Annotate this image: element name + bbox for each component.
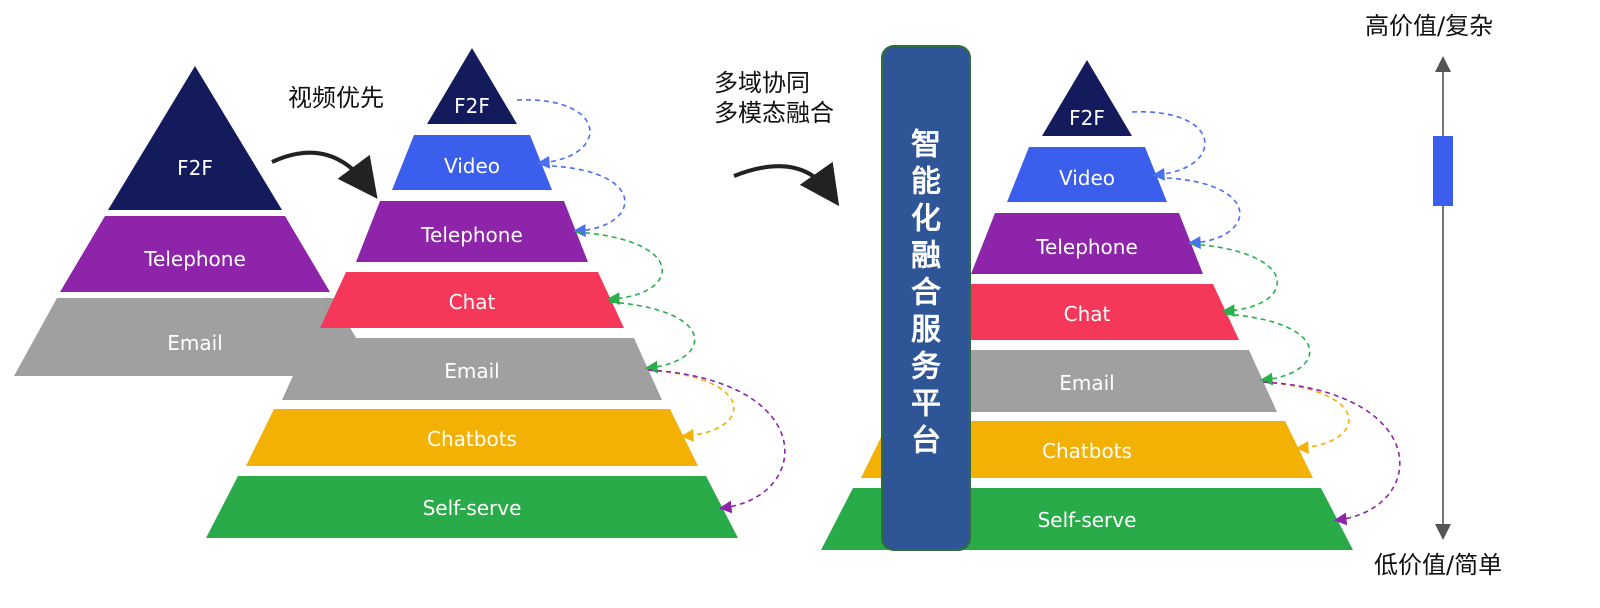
tier-chatbots-label: Chatbots — [427, 427, 517, 451]
platform-char: 平 — [911, 387, 941, 422]
tier-f2f — [108, 66, 282, 210]
pyramid-traditional: F2F Telephone Email — [14, 66, 378, 376]
route-arrow-telephone-to-chat — [575, 231, 663, 305]
tier-telephone-label: Telephone — [420, 223, 523, 247]
tier-chat — [935, 284, 1239, 340]
route-arrow-f2f-to-video — [1131, 111, 1206, 181]
tier-telephone — [356, 201, 588, 262]
tier-f2f-label: F2F — [454, 94, 490, 118]
tier-email — [14, 298, 378, 376]
platform-char: 智 — [911, 128, 941, 163]
tier-telephone-label: Telephone — [1035, 235, 1138, 259]
tier-f2f — [1042, 60, 1132, 136]
tier-email-label: Email — [167, 331, 223, 355]
platform-char: 务 — [911, 350, 941, 385]
scale-marker — [1433, 136, 1453, 206]
caption-video-first: 视频优先 — [288, 84, 384, 112]
platform-char: 融 — [911, 239, 941, 274]
tier-video-label: Video — [1059, 166, 1115, 190]
route-arrow-f2f-to-video — [516, 99, 591, 169]
platform-char: 化 — [911, 202, 941, 237]
tier-email — [897, 350, 1277, 412]
tier-chatbots — [246, 409, 698, 466]
tier-telephone-label: Telephone — [143, 247, 246, 271]
tier-chatbots — [861, 421, 1313, 478]
tier-f2f — [427, 48, 517, 124]
tier-video-label: Video — [444, 154, 500, 178]
platform-bar — [881, 45, 971, 551]
route-arrow-telephone-to-chat — [1190, 243, 1278, 317]
pyramid-video-first: F2F Video Telephone Chat Email Chatbots … — [206, 48, 786, 538]
tier-video — [1007, 147, 1167, 202]
route-arrow-chat-to-email — [1224, 313, 1311, 386]
scale-bottom-label: 低价值/简单 — [1374, 551, 1502, 579]
tier-self-serve-label: Self-serve — [423, 496, 522, 520]
tier-chatbots-label: Chatbots — [1042, 439, 1132, 463]
tier-self-serve — [206, 476, 738, 538]
tier-email — [282, 338, 662, 400]
caption-multi-domain: 多域协同 — [714, 69, 810, 97]
value-scale: 高价值/复杂 低价值/简单 — [1365, 12, 1502, 579]
transition-arrow-1 — [271, 150, 378, 199]
smart-service-platform: 智 能 化 融 合 服 务 平 台 — [881, 45, 971, 551]
tier-chat-label: Chat — [449, 290, 496, 314]
route-arrow-video-to-telephone — [1166, 177, 1241, 249]
tier-f2f-label: F2F — [177, 156, 213, 180]
tier-telephone — [971, 213, 1203, 274]
platform-char: 合 — [911, 276, 941, 311]
scale-top-label: 高价值/复杂 — [1365, 12, 1493, 40]
transition-arrow-2 — [733, 161, 840, 207]
tier-chat-label: Chat — [1064, 302, 1111, 326]
tier-f2f-label: F2F — [1069, 106, 1105, 130]
tier-self-serve-label: Self-serve — [1038, 508, 1137, 532]
route-arrow-email-to-chatbots — [647, 369, 735, 442]
platform-char: 台 — [911, 424, 941, 459]
tier-email-label: Email — [444, 359, 500, 383]
route-arrow-video-to-telephone — [551, 165, 626, 237]
route-arrow-chat-to-email — [609, 301, 696, 374]
tier-telephone — [60, 216, 330, 292]
tier-email-label: Email — [1059, 371, 1115, 395]
tier-video — [392, 135, 552, 190]
platform-char: 能 — [911, 165, 941, 200]
caption-multimodal: 多模态融合 — [714, 99, 834, 127]
platform-char: 服 — [911, 313, 942, 348]
route-arrow-email-to-chatbots — [1262, 381, 1350, 454]
tier-chat — [320, 272, 624, 328]
